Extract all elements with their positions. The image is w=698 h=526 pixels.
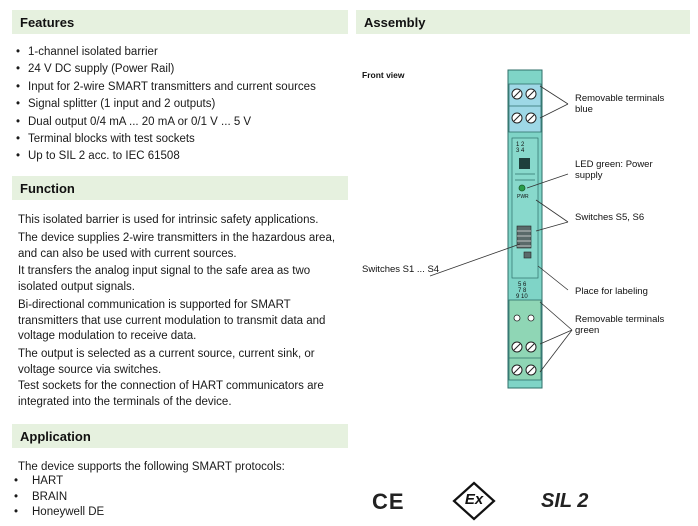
callout-removable-green: Removable terminals green <box>575 314 665 336</box>
features-list: 1-channel isolated barrier 24 V DC suppl… <box>16 44 316 166</box>
function-paragraph: The device supplies 2-wire transmitters … <box>18 232 336 260</box>
callout-place-labeling: Place for labeling <box>575 286 648 297</box>
application-title: Application <box>20 429 91 444</box>
device-terminal-numbers: 3 4 <box>516 148 525 154</box>
led-icon <box>518 184 526 192</box>
function-title: Function <box>20 181 75 196</box>
callout-switches-s5-s6: Switches S5, S6 <box>575 212 645 223</box>
list-item: HART <box>14 474 104 490</box>
test-socket-icon <box>513 314 521 322</box>
callout-removable-blue: Removable terminals blue <box>575 93 665 115</box>
list-item: Honeywell DE <box>14 505 104 521</box>
function-paragraph: Test sockets for the connection of HART … <box>18 380 324 408</box>
callout-switches-s1-s4: Switches S1 ... S4 <box>362 264 440 275</box>
device-terminal-numbers: 5 6 <box>518 282 527 288</box>
list-item: Terminal blocks with test sockets <box>16 131 316 149</box>
led-label: PWR <box>517 194 529 200</box>
list-item: Input for 2-wire SMART transmitters and … <box>16 79 316 97</box>
assembly-header: Assembly <box>356 10 690 34</box>
test-socket-icon <box>527 314 535 322</box>
device-terminal-numbers: 1 2 <box>516 142 525 148</box>
list-item: 1-channel isolated barrier <box>16 44 316 62</box>
callout-led-green: LED green: Power supply <box>575 159 653 181</box>
switch-block <box>523 251 532 259</box>
features-header: Features <box>12 10 348 34</box>
list-item: BRAIN <box>14 490 104 506</box>
function-paragraph: This isolated barrier is used for intrin… <box>18 214 319 226</box>
sil-mark: SIL 2 <box>541 490 589 512</box>
function-paragraph: The output is selected as a current sour… <box>18 348 315 376</box>
ex-mark-text: Ex <box>464 491 484 508</box>
device-terminal-numbers: 9 10 <box>516 294 528 300</box>
list-item: 24 V DC supply (Power Rail) <box>16 61 316 79</box>
device-terminal-numbers: 7 8 <box>518 288 527 294</box>
application-list: HART BRAIN Honeywell DE <box>14 474 104 521</box>
brand-logo <box>519 158 530 169</box>
front-view-label: Front view <box>362 70 405 80</box>
ex-mark-icon: Ex <box>452 481 496 521</box>
function-header: Function <box>12 176 348 200</box>
function-paragraph: Bi-directional communication is supporte… <box>18 299 326 342</box>
list-item: Signal splitter (1 input and 2 outputs) <box>16 96 316 114</box>
ce-mark: CE <box>372 489 405 514</box>
application-intro: The device supports the following SMART … <box>18 461 285 473</box>
function-paragraph: It transfers the analog input signal to … <box>18 265 311 293</box>
list-item: Dual output 0/4 mA ... 20 mA or 0/1 V ..… <box>16 114 316 132</box>
switch-block <box>516 225 532 249</box>
features-title: Features <box>20 15 75 30</box>
application-header: Application <box>12 424 348 448</box>
assembly-title: Assembly <box>364 15 426 30</box>
list-item: Up to SIL 2 acc. to IEC 61508 <box>16 148 316 166</box>
